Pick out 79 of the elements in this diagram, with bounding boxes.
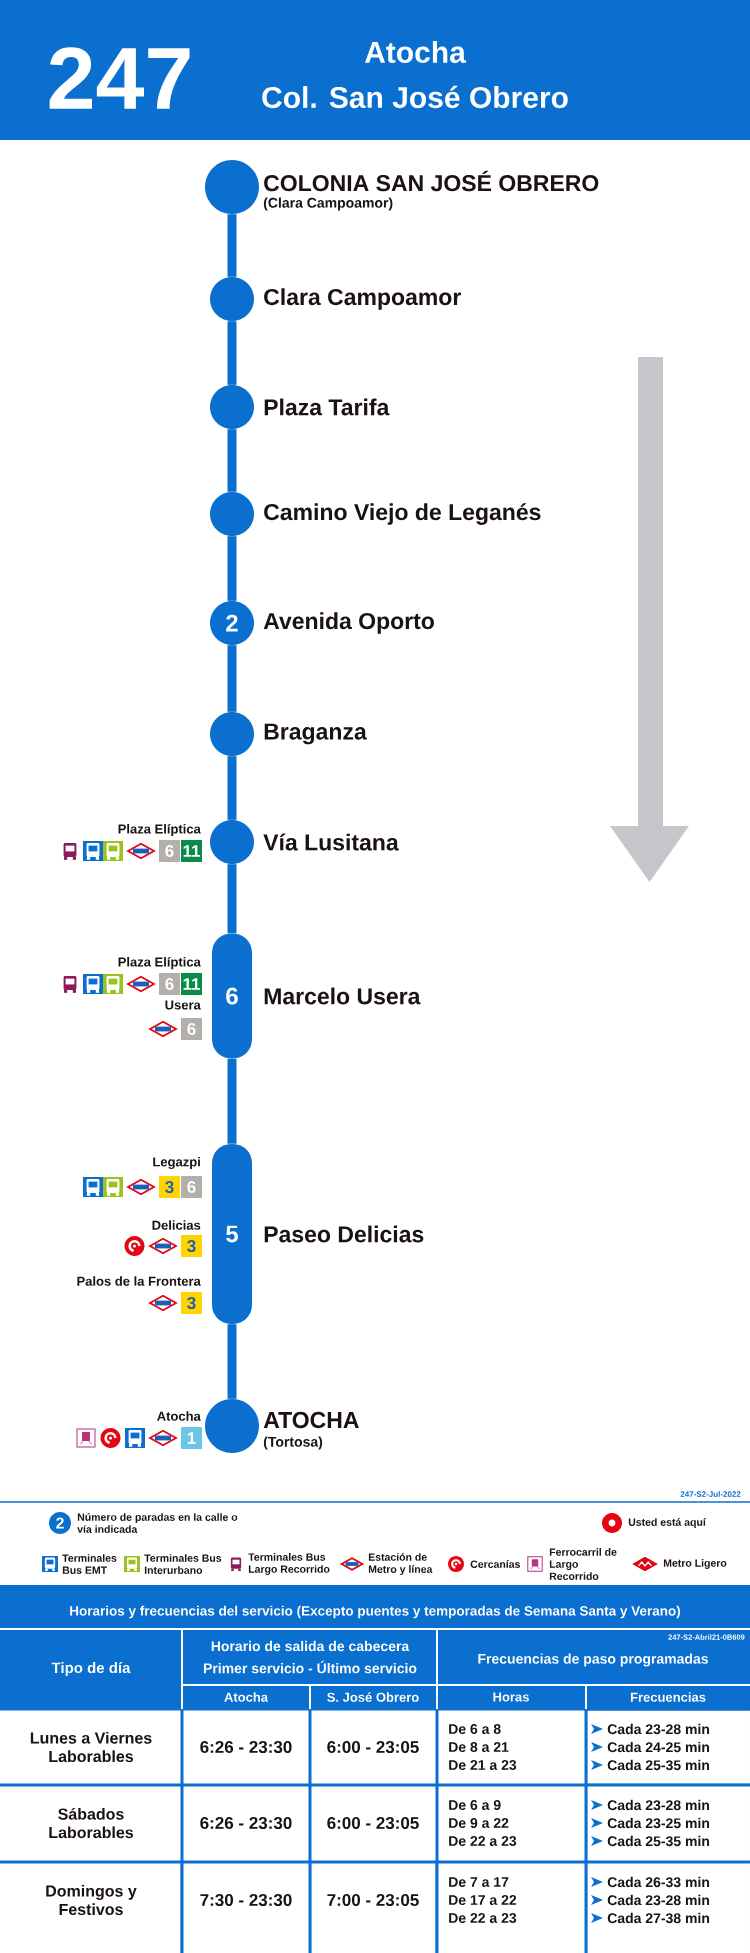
column-header: Horas <box>493 1692 529 1702</box>
version-code: 247-S2-Jul-2022 <box>680 1491 741 1497</box>
time-range: 7:30 - 23:30 <box>200 1894 292 1907</box>
line-badge: 6 <box>181 1176 202 1198</box>
route-line <box>227 429 237 492</box>
stop-subtitle: (Tortosa) <box>263 1436 323 1450</box>
table-title: Horarios y frecuencias del servicio (Excepto puentes y temporadas de Semana Santa y Verano) <box>70 1605 681 1619</box>
stop-name: COLONIA SAN JOSÉ OBRERO <box>264 170 599 192</box>
legend-label: Terminales Bus Largo Recorrido <box>248 1553 330 1575</box>
route-line <box>227 321 237 385</box>
day-type: Sábados Laborables <box>49 1807 133 1839</box>
day-type: Domingos y Festivos <box>46 1884 137 1916</box>
hour-range: De 7 a 17 <box>449 1877 509 1887</box>
route-line <box>227 1324 237 1399</box>
hour-range: De 21 a 23 <box>449 1760 517 1770</box>
line-badge: 11 <box>181 840 202 862</box>
stop-subtitle: (Clara Campoamor) <box>263 197 393 211</box>
line-badge: 6 <box>159 840 180 862</box>
stop-name: Braganza <box>264 723 367 745</box>
column-header: S. José Obrero <box>327 1692 419 1702</box>
frequency-text: Cada 23-28 min <box>607 1723 710 1735</box>
time-range: 6:00 - 23:05 <box>327 1817 419 1830</box>
hour-range: De 17 a 22 <box>449 1895 517 1905</box>
hour-range: De 9 a 22 <box>449 1818 509 1828</box>
stop-name: Marcelo Usera <box>264 987 421 1005</box>
legend-label: Terminales Bus EMT <box>62 1554 117 1574</box>
column-header: Horario de salida de cabecera <box>211 1640 410 1652</box>
route-line <box>227 864 237 934</box>
time-range: 6:00 - 23:05 <box>327 1741 419 1754</box>
stop-name: Avenida Oporto <box>263 612 434 634</box>
stop-name: Plaza Tarifa <box>264 398 390 416</box>
frequency-text: Cada 25-35 min <box>607 1835 710 1847</box>
day-type: Lunes a Viernes Laborables <box>30 1731 152 1763</box>
stop-name: Camino Viejo de Leganés <box>264 503 541 525</box>
frequency-text: Cada 24-25 min <box>607 1741 710 1753</box>
hour-range: De 8 a 21 <box>449 1742 509 1752</box>
legend-label: Usted está aquí <box>628 1518 707 1528</box>
legend-label: Ferrocarril de Largo Recorrido <box>549 1548 617 1580</box>
stop-name: ATOCHA <box>263 1411 359 1429</box>
legend-label: Estación de Metro y línea <box>368 1553 433 1575</box>
column-header: Frecuencias de paso programadas <box>478 1653 708 1667</box>
line-badge: 11 <box>181 973 202 995</box>
route-line <box>227 645 237 712</box>
destination-name: Atocha <box>364 41 467 63</box>
column-header: Atocha <box>224 1692 269 1702</box>
frequency-text: Cada 26-33 min <box>607 1876 710 1888</box>
column-header: Frecuencias <box>630 1692 706 1702</box>
line-badge: 3 <box>159 1176 180 1198</box>
legend-label: Metro Ligero <box>663 1559 727 1569</box>
line-badge: 6 <box>181 1018 202 1040</box>
hour-range: De 6 a 9 <box>449 1800 501 1810</box>
hour-range: De 6 a 8 <box>449 1724 501 1734</box>
legend-label: Terminales Bus Interurbano <box>144 1554 222 1574</box>
stop-name: Paseo Delicias <box>264 1225 424 1243</box>
legend-label: Número de paradas en la calle o vía indicada <box>77 1513 238 1533</box>
legend-label: Cercanías <box>470 1560 520 1568</box>
route-line <box>227 756 237 820</box>
line-badge: 3 <box>181 1292 202 1314</box>
frequency-text: Cada 27-38 min <box>607 1912 710 1924</box>
line-badge: 3 <box>181 1235 202 1257</box>
line-badge: 1 <box>181 1427 202 1449</box>
time-range: 6:26 - 23:30 <box>200 1741 292 1754</box>
line-badge: 6 <box>159 973 180 995</box>
hour-range: De 22 a 23 <box>449 1913 517 1923</box>
route-line <box>227 536 237 601</box>
stop-name: Clara Campoamor <box>264 288 461 310</box>
frequency-text: Cada 23-25 min <box>607 1817 710 1829</box>
stop-name: Vía Lusitana <box>263 833 399 851</box>
time-range: 7:00 - 23:05 <box>327 1894 419 1907</box>
route-number: 247 <box>49 47 190 109</box>
frequency-text: Cada 23-28 min <box>607 1894 710 1906</box>
time-range: 6:26 - 23:30 <box>200 1817 292 1830</box>
column-header: Tipo de día <box>51 1661 131 1677</box>
hour-range: De 22 a 23 <box>449 1836 517 1846</box>
route-line <box>227 1058 237 1144</box>
frequency-text: Cada 23-28 min <box>607 1799 710 1811</box>
column-header: Primer servicio - Último servicio <box>203 1660 417 1674</box>
route-line <box>227 214 237 277</box>
frequency-text: Cada 25-35 min <box>607 1759 710 1771</box>
